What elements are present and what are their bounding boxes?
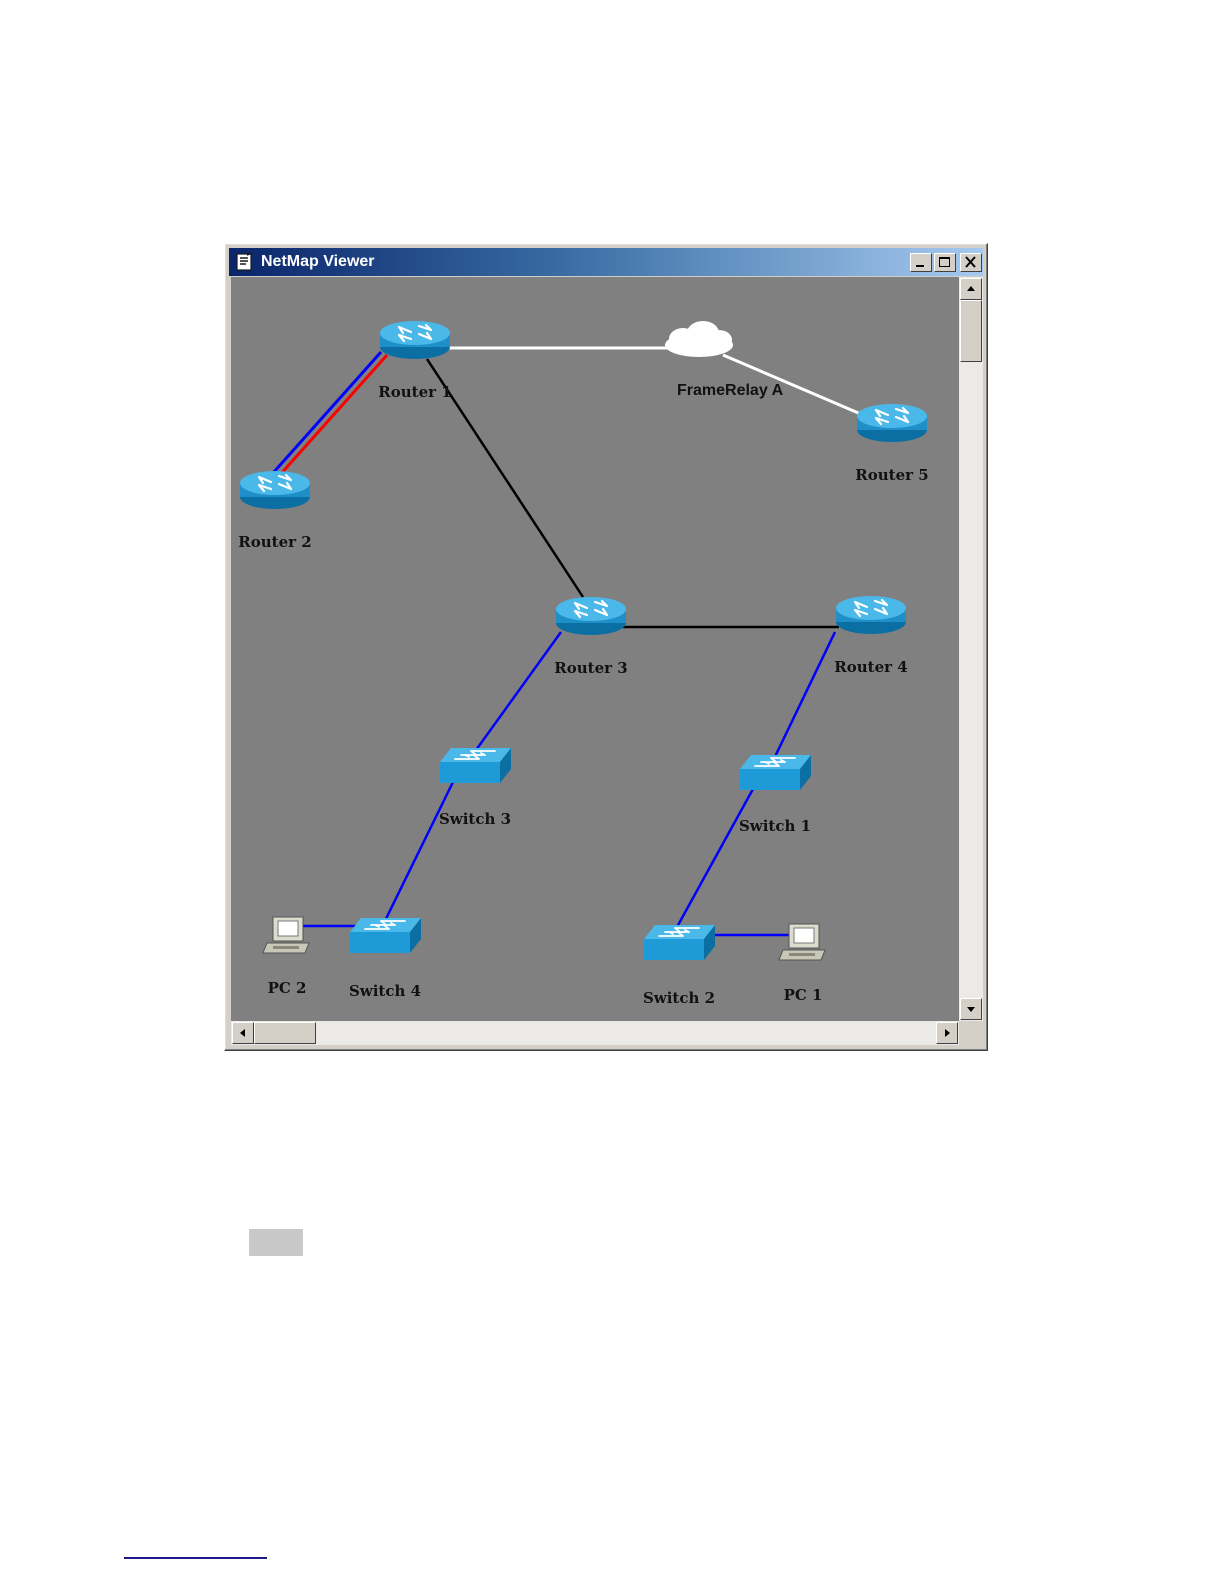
link-router4-switch1 <box>771 632 835 765</box>
arrow-up-icon <box>961 279 981 299</box>
link-router3-switch3 <box>471 632 561 757</box>
vertical-scroll-thumb[interactable] <box>960 300 982 362</box>
router-icon <box>380 321 450 359</box>
minimize-button[interactable] <box>910 253 932 272</box>
network-links <box>273 348 863 935</box>
maximize-button[interactable] <box>934 253 956 272</box>
horizontal-scrollbar[interactable] <box>231 1021 959 1045</box>
footnote-separator <box>124 1557 267 1559</box>
router-1[interactable]: Router 1 <box>378 321 451 401</box>
link-switch1-switch2 <box>677 789 753 927</box>
switch-icon <box>440 748 511 783</box>
frame-relay-label: FrameRelay A <box>677 382 784 399</box>
cloud-icon <box>665 321 733 357</box>
scrollbar-corner <box>959 1021 983 1045</box>
router-1-label: Router 1 <box>378 383 451 401</box>
pc-icon <box>779 924 825 960</box>
router-3-label: Router 3 <box>554 659 627 677</box>
pc-1-label: PC 1 <box>784 986 823 1004</box>
router-icon <box>836 596 906 634</box>
router-2[interactable]: Router 2 <box>238 471 311 551</box>
switch-3-label: Switch 3 <box>439 810 511 828</box>
pc-2[interactable]: PC 2 <box>263 917 309 997</box>
link-router1-router2-red <box>279 355 387 476</box>
pc-2-label: PC 2 <box>268 979 307 997</box>
router-2-label: Router 2 <box>238 533 311 551</box>
close-button[interactable] <box>960 253 982 272</box>
network-map-canvas[interactable]: FrameRelay A Router 1 Router 2 Router 3 … <box>231 277 959 1021</box>
scroll-up-button[interactable] <box>960 278 982 300</box>
link-router1-router2-blue <box>273 352 381 473</box>
scroll-right-button[interactable] <box>936 1022 958 1044</box>
gray-placeholder-box <box>249 1229 303 1256</box>
scroll-down-button[interactable] <box>960 998 982 1020</box>
switch-4[interactable]: Switch 4 <box>349 918 421 1000</box>
router-icon <box>556 597 626 635</box>
switch-icon <box>350 918 421 953</box>
vertical-scrollbar[interactable] <box>959 277 983 1021</box>
close-icon <box>964 256 978 269</box>
netmap-viewer-window: NetMap Viewer <box>224 243 988 1051</box>
switch-4-label: Switch 4 <box>349 982 421 1000</box>
switch-1-label: Switch 1 <box>739 817 811 835</box>
arrow-right-icon <box>937 1023 957 1043</box>
minimize-icon <box>914 256 928 269</box>
switch-icon <box>644 925 715 960</box>
router-icon <box>240 471 310 509</box>
router-icon <box>857 404 927 442</box>
scroll-left-button[interactable] <box>232 1022 254 1044</box>
switch-2[interactable]: Switch 2 <box>643 925 715 1007</box>
maximize-icon <box>938 256 952 269</box>
arrow-down-icon <box>961 999 981 1019</box>
switch-icon <box>740 755 811 790</box>
link-switch3-switch4 <box>381 782 453 929</box>
router-4-label: Router 4 <box>834 658 907 676</box>
window-title: NetMap Viewer <box>261 253 375 271</box>
horizontal-scroll-thumb[interactable] <box>254 1022 316 1044</box>
netmap-app-icon <box>235 252 255 272</box>
router-4[interactable]: Router 4 <box>834 596 907 676</box>
router-5-label: Router 5 <box>855 466 928 484</box>
pc-icon <box>263 917 309 953</box>
switch-2-label: Switch 2 <box>643 989 715 1007</box>
frame-relay-cloud[interactable]: FrameRelay A <box>665 321 784 399</box>
network-diagram: FrameRelay A Router 1 Router 2 Router 3 … <box>231 277 959 1021</box>
router-3[interactable]: Router 3 <box>554 597 627 677</box>
router-5[interactable]: Router 5 <box>855 404 928 484</box>
title-bar[interactable]: NetMap Viewer <box>229 248 983 276</box>
arrow-left-icon <box>233 1023 253 1043</box>
